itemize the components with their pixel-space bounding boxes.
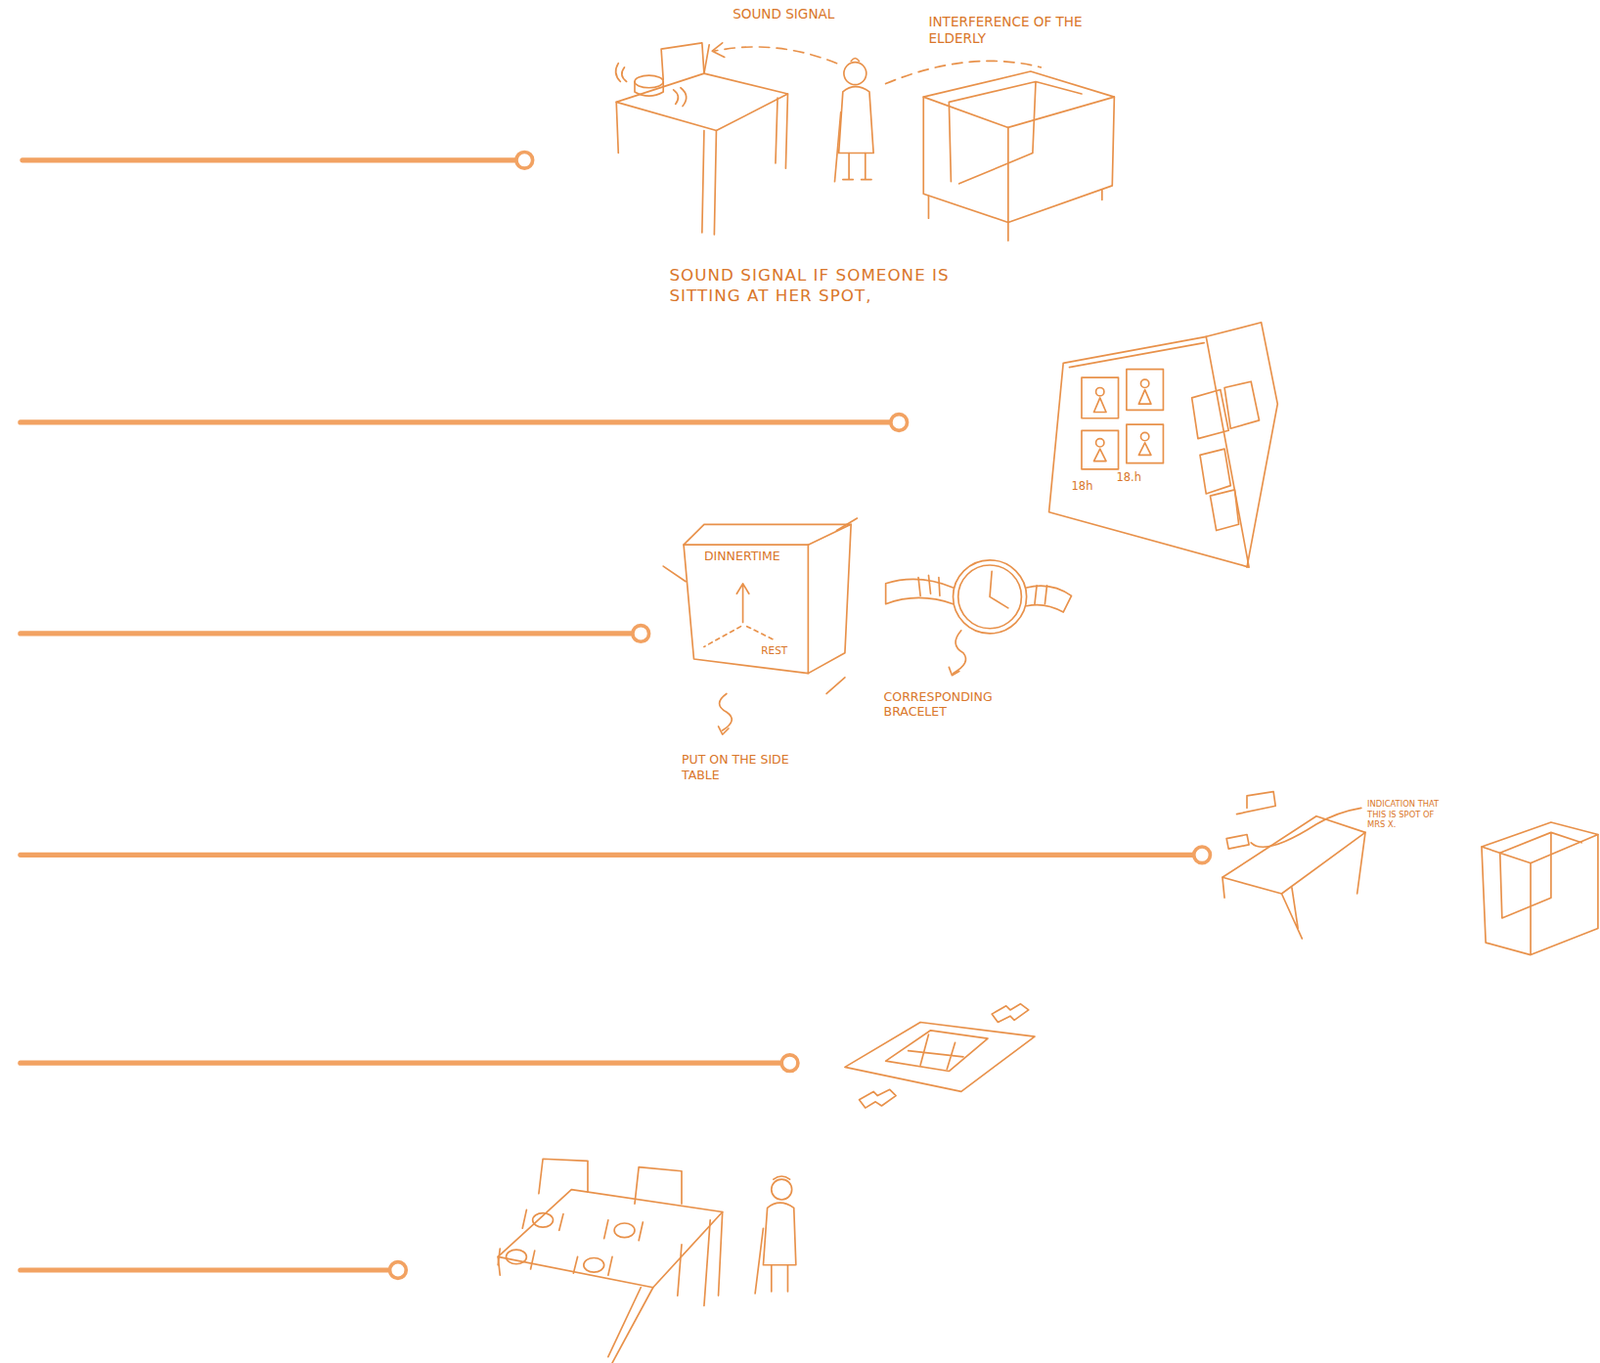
sketch-note: 18.h bbox=[1115, 471, 1154, 486]
sketches bbox=[497, 43, 1599, 1363]
sketch-note: CORRESPONDING BRACELET bbox=[884, 689, 1027, 720]
sketch-note: DINNERTIME bbox=[704, 548, 806, 565]
sketch-note: PUT ON THE SIDE TABLE bbox=[681, 753, 795, 784]
sketch-note: INDICATION THAT THIS IS SPOT OF MRS X. bbox=[1367, 800, 1447, 831]
sketch-note: SOUND SIGNAL bbox=[732, 5, 876, 23]
timeline-bars bbox=[20, 151, 1211, 1279]
sketch-note: 18h bbox=[1071, 479, 1107, 493]
sketch-note: REST bbox=[760, 644, 804, 658]
sketch-note: SOUND SIGNAL IF SOMEONE IS SITTING AT HE… bbox=[668, 265, 1006, 307]
sketch-note: INTERFERENCE OF THE ELDERLY bbox=[928, 14, 1143, 48]
